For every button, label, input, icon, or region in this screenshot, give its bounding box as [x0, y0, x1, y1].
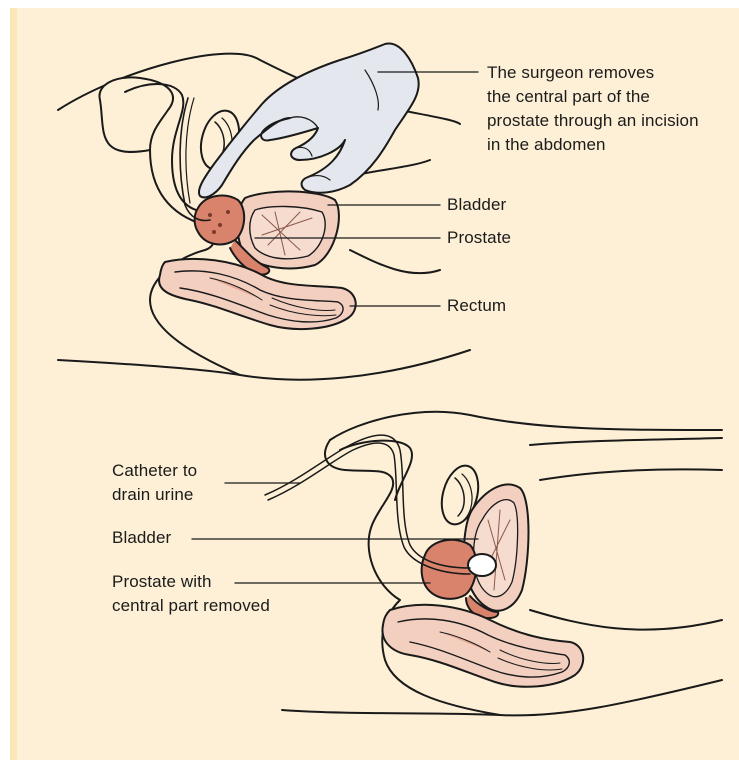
label-surgeon-line1: The surgeon removes	[487, 62, 654, 84]
top-anatomy-diagram	[58, 43, 470, 379]
label-catheter-line2: drain urine	[112, 484, 193, 506]
label-bladder-top: Bladder	[447, 194, 506, 216]
label-prostate-line1: Prostate with	[112, 571, 212, 593]
label-prostate-line2: central part removed	[112, 595, 270, 617]
label-prostate-top: Prostate	[447, 227, 511, 249]
bottom-anatomy-diagram	[265, 412, 722, 716]
label-rectum-top: Rectum	[447, 295, 506, 317]
label-surgeon-line4: in the abdomen	[487, 134, 606, 156]
label-catheter-line1: Catheter to	[112, 460, 197, 482]
label-surgeon-line3: prostate through an incision	[487, 110, 699, 132]
label-surgeon-line2: the central part of the	[487, 86, 650, 108]
label-bladder-bottom: Bladder	[112, 527, 171, 549]
